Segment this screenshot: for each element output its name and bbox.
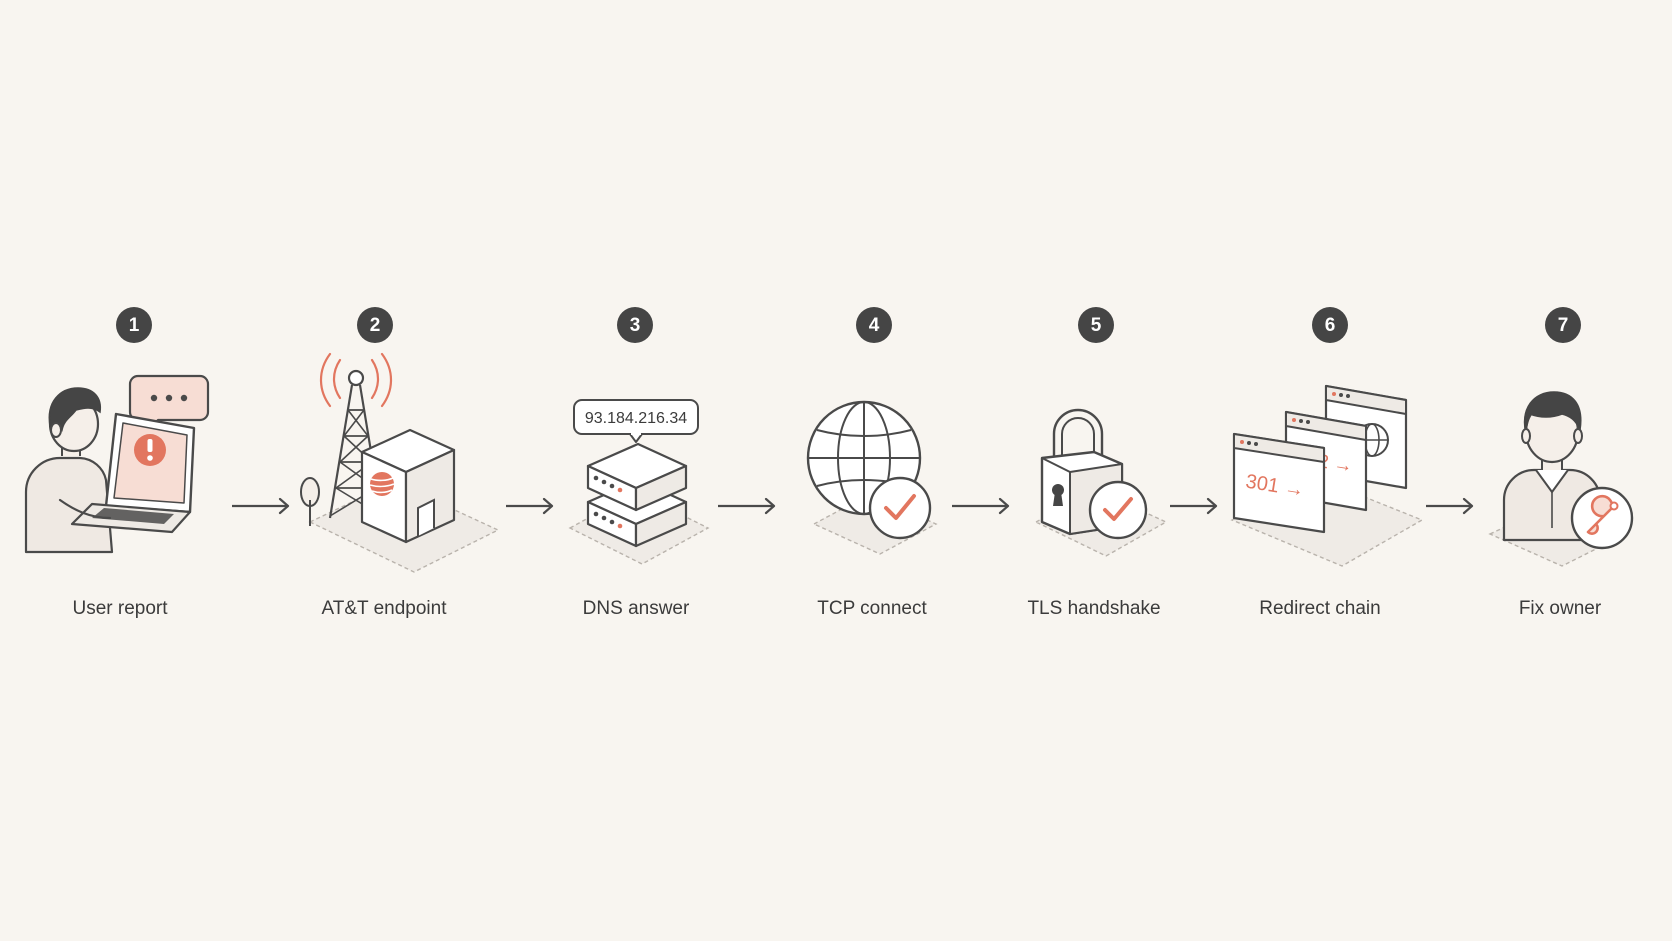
globe-check-icon [800, 396, 950, 556]
step-label-dns-answer: DNS answer [582, 598, 690, 619]
step-label-user-report: User report [72, 598, 168, 619]
step-label-att-endpoint: AT&T endpoint [321, 598, 447, 619]
browser-windows-redirect-icon: 302 → 301 → [1228, 380, 1428, 567]
step-badge-7: 7 [1545, 307, 1581, 343]
server-stack-icon: 93.184.216.34 [560, 398, 720, 565]
step-label-redirect-chain: Redirect chain [1259, 598, 1381, 619]
step-label-tls-handshake: TLS handshake [1027, 598, 1161, 619]
flow-arrow-5 [1170, 497, 1218, 515]
flow-arrow-4 [952, 497, 1010, 515]
step-badge-4: 4 [856, 307, 892, 343]
step-label-tcp-connect: TCP connect [817, 598, 927, 619]
step-label-fix-owner: Fix owner [1518, 598, 1602, 619]
flow-arrow-2 [506, 497, 554, 515]
step-badge-6: 6 [1312, 307, 1348, 343]
person-wrench-icon [1484, 388, 1644, 568]
flow-arrow-1 [232, 497, 290, 515]
step-badge-2: 2 [357, 307, 393, 343]
step-badge-1: 1 [116, 307, 152, 343]
cell-tower-building-icon [300, 350, 500, 573]
step-badge-5: 5 [1078, 307, 1114, 343]
dns-ip-address: 93.184.216.34 [585, 410, 687, 427]
flow-arrow-3 [718, 497, 776, 515]
step-badge-3: 3 [617, 307, 653, 343]
flow-arrow-6 [1426, 497, 1474, 515]
user-laptop-alert-icon [20, 360, 220, 560]
padlock-check-icon [1028, 398, 1178, 558]
